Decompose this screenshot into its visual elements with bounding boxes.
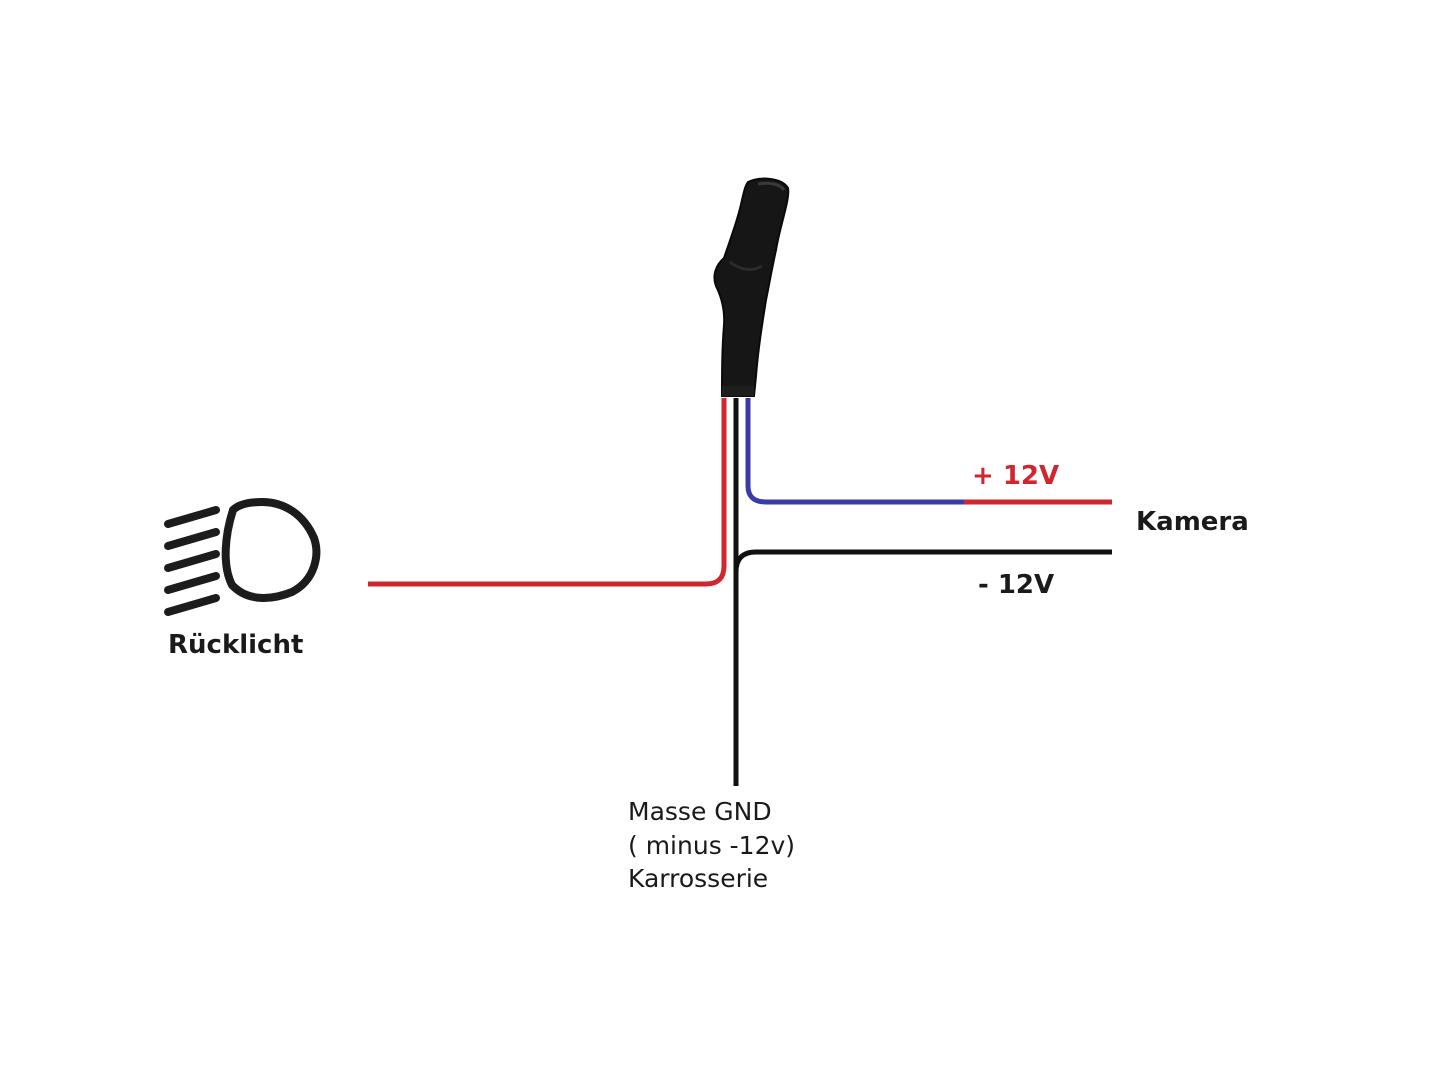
wires <box>368 398 1112 786</box>
blue-wire-camera <box>745 398 966 505</box>
rear-light-icon <box>164 497 321 616</box>
ground-label-line1: Masse GND <box>628 797 772 826</box>
camera-label: Kamera <box>1136 507 1249 537</box>
ground-label-line2: ( minus -12v) <box>628 831 795 860</box>
cable-connector-icon <box>713 177 790 397</box>
plus-12v-label: + 12V <box>972 461 1059 491</box>
ground-label-line3: Karrosserie <box>628 864 768 893</box>
rear-light-label: Rücklicht <box>168 630 303 660</box>
red-wire-rear-light <box>368 398 727 587</box>
minus-12v-label: - 12V <box>978 570 1054 600</box>
black-wire-minus-12v <box>733 549 1112 573</box>
